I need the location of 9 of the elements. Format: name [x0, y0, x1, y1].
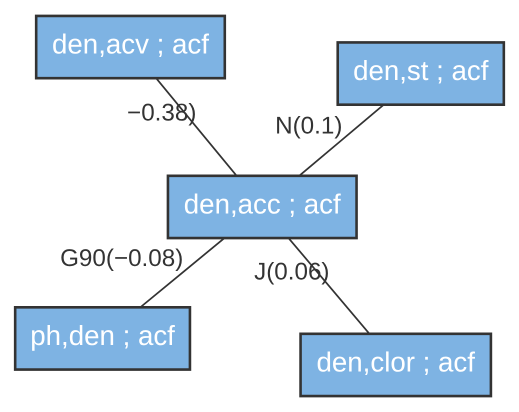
- connector: [140, 238, 225, 308]
- node-box: den,st ; acf: [336, 41, 506, 106]
- edge-label: N(0.1): [275, 112, 342, 140]
- node-box: den,acc ; acf: [166, 174, 358, 240]
- node-box: den,acv ; acf: [34, 14, 226, 80]
- node-box: ph,den ; acf: [14, 306, 192, 371]
- connector: [299, 104, 384, 176]
- edge-label: G90(−0.08): [60, 245, 184, 272]
- node-box: den,clor ; acf: [299, 332, 492, 398]
